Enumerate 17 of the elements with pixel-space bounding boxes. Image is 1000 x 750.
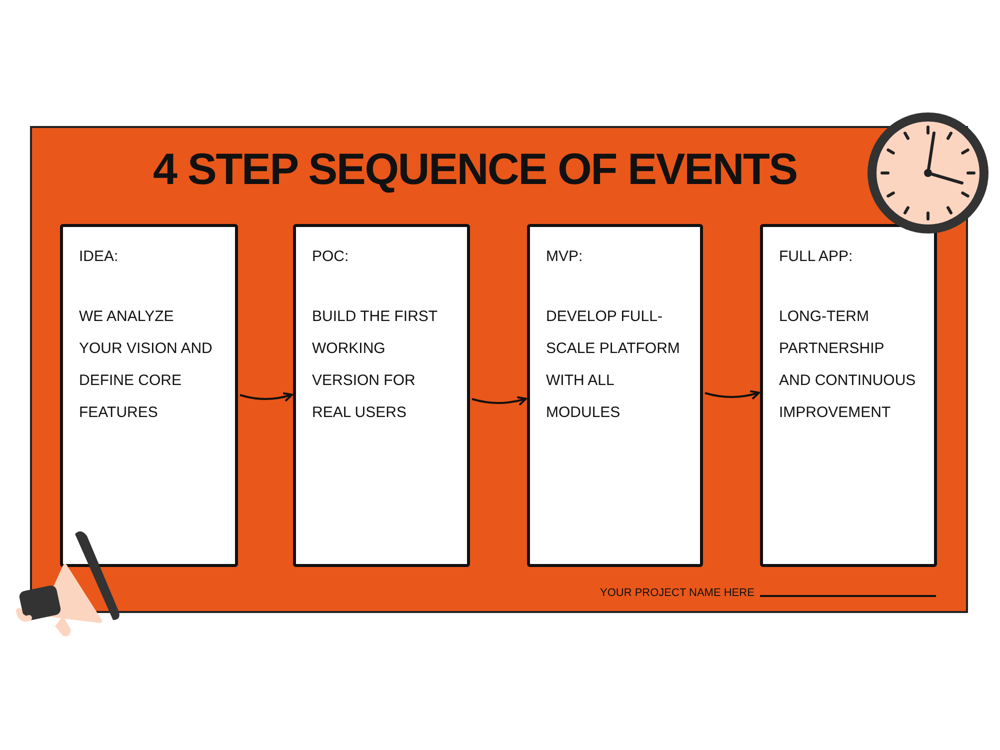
- step-heading: POC:: [312, 247, 350, 267]
- step-description: LONG-TERM PARTNERSHIP AND CONTINUOUS IMPROVEMENT: [779, 307, 917, 423]
- arrow: [240, 392, 293, 402]
- step-description: DEVELOP FULL-SCALE PLATFORM WITH ALL MODULES: [546, 307, 681, 423]
- step-description: WE ANALYZE YOUR VISION AND DEFINE CORE FEATURES: [79, 307, 214, 423]
- step-card: [293, 224, 470, 567]
- step-heading: IDEA:: [79, 247, 120, 267]
- title: 4 STEP SEQUENCE OF EVENTS: [152, 144, 798, 196]
- step-description: BUILD THE FIRST WORKING VERSION FOR REAL USERS: [312, 307, 438, 423]
- arrow: [704, 390, 760, 400]
- step-card: [527, 224, 703, 567]
- step-heading: FULL APP:: [779, 247, 854, 267]
- step-card: [760, 224, 937, 567]
- arrow: [472, 396, 527, 406]
- project-name-label: YOUR PROJECT NAME HERE: [600, 586, 754, 601]
- step-card: [60, 224, 238, 567]
- step-heading: MVP:: [546, 247, 584, 267]
